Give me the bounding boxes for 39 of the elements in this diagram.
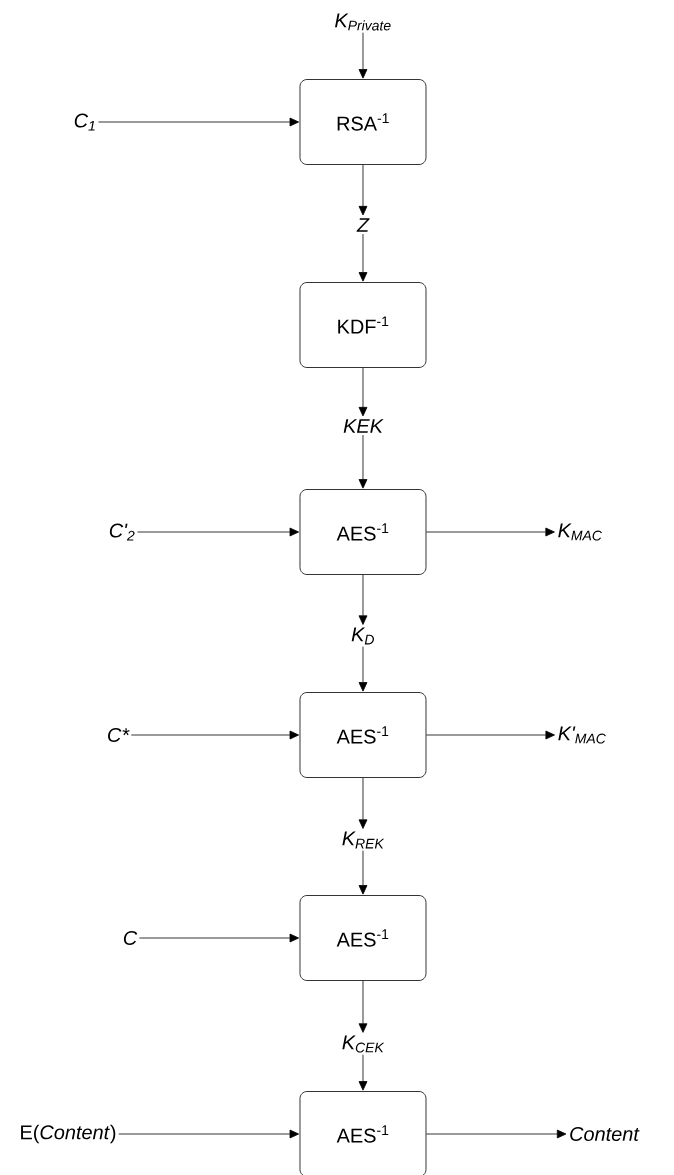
variable-label: K$_{CEK}$ xyxy=(342,1035,385,1053)
variable-label: C'$_{2}$ xyxy=(109,523,135,541)
process-box: RSA$^{-1}$ xyxy=(299,79,427,165)
arrow xyxy=(358,367,368,417)
arrow xyxy=(426,730,555,740)
process-box: KDF$^{-1}$ xyxy=(299,282,427,368)
arrow xyxy=(358,1054,368,1091)
variable-label: E(Content) xyxy=(21,1124,116,1144)
variable-label: Content xyxy=(570,1126,640,1142)
variable-label: C* xyxy=(108,727,130,743)
arrow xyxy=(358,32,368,79)
arrow xyxy=(118,1129,299,1139)
arrow xyxy=(358,777,368,829)
variable-label: K$_{Private}$ xyxy=(335,13,391,31)
arrow xyxy=(358,233,368,282)
arrow xyxy=(139,933,299,943)
arrow xyxy=(358,850,368,895)
variable-label: K$_{MAC}$ xyxy=(558,523,602,541)
arrow xyxy=(358,646,368,692)
arrow xyxy=(130,730,299,740)
arrow xyxy=(98,117,299,127)
arrow xyxy=(426,1129,567,1139)
process-box: AES$^{-1}$ xyxy=(299,692,427,778)
variable-label: K$_{D}$ xyxy=(351,627,374,645)
variable-label: C xyxy=(123,930,138,946)
process-box: AES$^{-1}$ xyxy=(299,895,427,981)
variable-label: KEK xyxy=(343,419,384,433)
variable-label: Z xyxy=(356,218,370,232)
arrow xyxy=(358,980,368,1033)
process-box: AES$^{-1}$ xyxy=(299,489,427,575)
arrow xyxy=(358,434,368,489)
process-box: AES$^{-1}$ xyxy=(299,1091,427,1175)
variable-label: C$_{1}$ xyxy=(74,113,95,131)
arrow xyxy=(426,527,555,537)
arrow xyxy=(358,574,368,625)
arrow xyxy=(358,164,368,216)
arrow xyxy=(137,527,299,537)
variable-label: K'$_{MAC}$ xyxy=(558,726,606,744)
variable-label: K$_{REK}$ xyxy=(342,831,385,849)
